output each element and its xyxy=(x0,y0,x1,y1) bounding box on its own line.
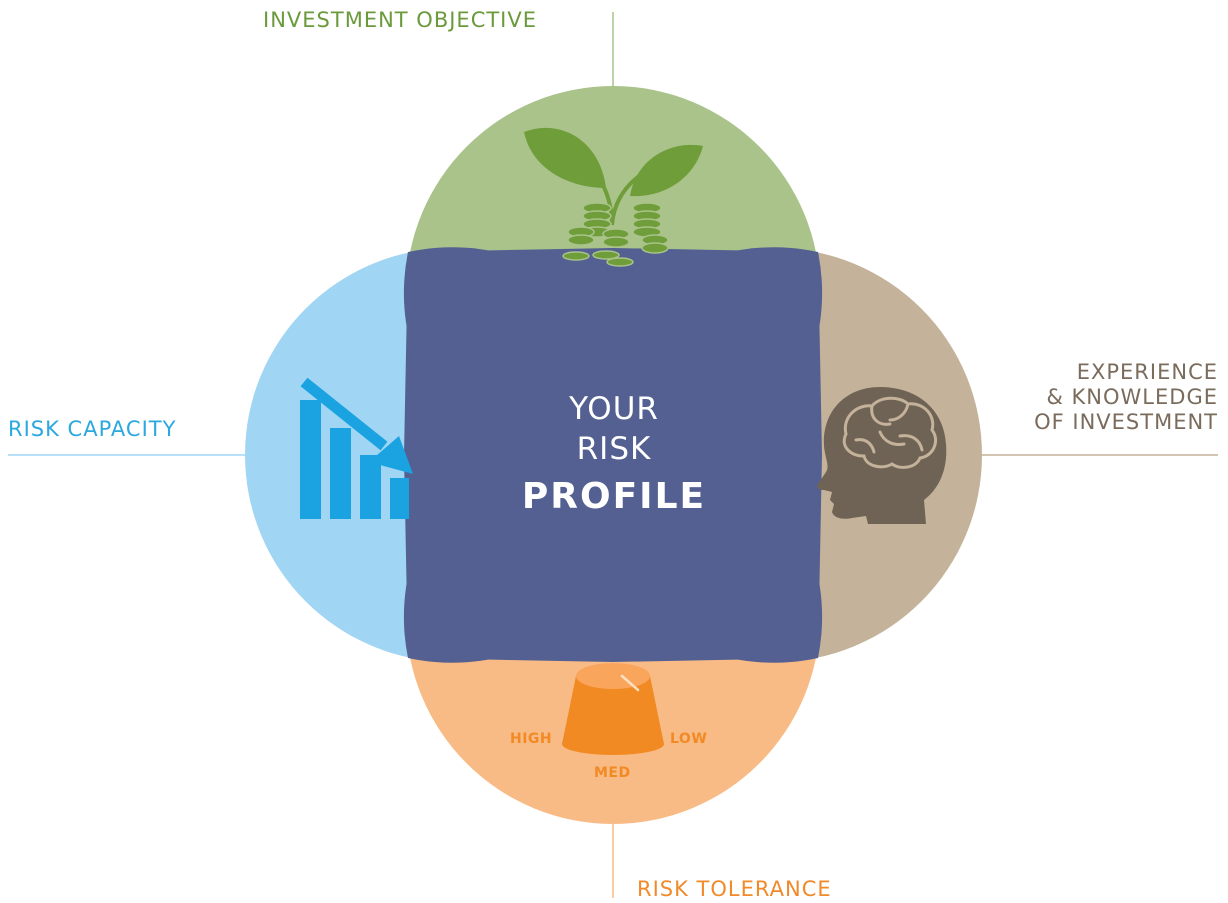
risk-capacity-label: RISK CAPACITY xyxy=(8,417,177,441)
brain-head-icon xyxy=(817,387,947,524)
knob-low-label: LOW xyxy=(670,731,708,747)
knob-med-label: MED xyxy=(594,765,631,781)
investment-objective-label: INVESTMENT OBJECTIVE xyxy=(263,8,538,32)
plant-coins-icon xyxy=(524,127,703,267)
center-title-line-2: RISK xyxy=(576,431,652,467)
risk-dial-knob-icon xyxy=(562,663,664,755)
risk-tolerance-label: RISK TOLERANCE xyxy=(637,877,832,901)
experience-label-line-2: & KNOWLEDGE xyxy=(1046,385,1218,409)
experience-label-line-3: OF INVESTMENT xyxy=(1034,410,1218,434)
experience-label-line-1: EXPERIENCE xyxy=(1076,360,1218,384)
center-title-line-1: YOUR xyxy=(569,391,659,427)
center-title-line-3: PROFILE xyxy=(521,476,707,517)
knob-high-label: HIGH xyxy=(510,731,553,747)
risk-profile-center-shape xyxy=(403,247,823,663)
experience-knowledge-label: EXPERIENCE & KNOWLEDGE OF INVESTMENT xyxy=(1034,360,1218,435)
declining-bar-chart-icon xyxy=(300,377,413,519)
